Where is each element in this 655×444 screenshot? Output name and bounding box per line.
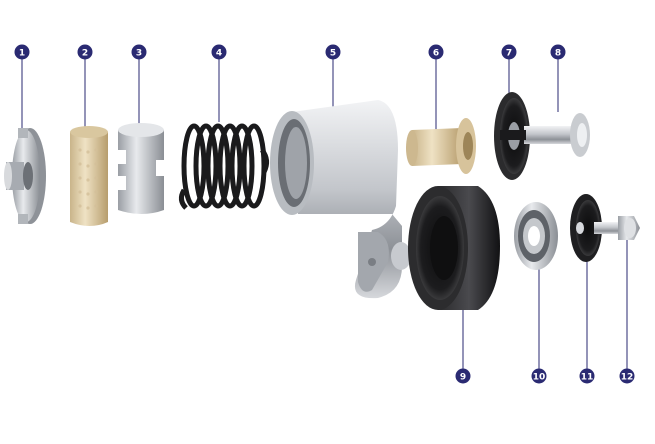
leader-lines [21, 58, 628, 370]
callout-3: 3 [131, 44, 147, 60]
callout-1-label: 1 [19, 49, 25, 59]
callout-9: 9 [455, 368, 471, 384]
callout-2-label: 2 [82, 49, 88, 59]
callout-7: 7 [501, 44, 517, 60]
part-12-bolt [594, 216, 640, 240]
callout-9-label: 9 [460, 373, 466, 383]
callout-4-label: 4 [216, 49, 222, 59]
callout-5: 5 [325, 44, 341, 60]
part-4-spring [178, 123, 270, 210]
callout-3-label: 3 [136, 49, 142, 59]
callouts: 1 2 3 4 5 6 7 8 9 10 11 12 [14, 44, 635, 384]
callout-6-label: 6 [433, 49, 439, 59]
part-10-bearing [514, 202, 558, 270]
callout-12-label: 12 [621, 373, 634, 383]
callout-6: 6 [428, 44, 444, 60]
part-5-arm-housing [270, 100, 411, 299]
callout-12: 12 [619, 368, 635, 384]
callout-11-label: 11 [581, 373, 594, 383]
callout-8: 8 [550, 44, 566, 60]
part-8-pivot-bolt [500, 113, 590, 157]
part-1-flange [4, 128, 46, 224]
callout-10-label: 10 [533, 373, 546, 383]
part-6-flanged-bushing [406, 118, 476, 174]
callout-2: 2 [77, 44, 93, 60]
callout-11: 11 [579, 368, 595, 384]
part-11-washer [570, 194, 602, 262]
callout-7-label: 7 [506, 49, 512, 59]
part-3-sleeve [116, 123, 166, 214]
callout-1: 1 [14, 44, 30, 60]
callout-5-label: 5 [330, 49, 336, 59]
part-9-pulley [408, 186, 500, 310]
callout-4: 4 [211, 44, 227, 60]
part-2-bushing [70, 126, 108, 226]
callout-10: 10 [531, 368, 547, 384]
callout-8-label: 8 [555, 49, 561, 59]
